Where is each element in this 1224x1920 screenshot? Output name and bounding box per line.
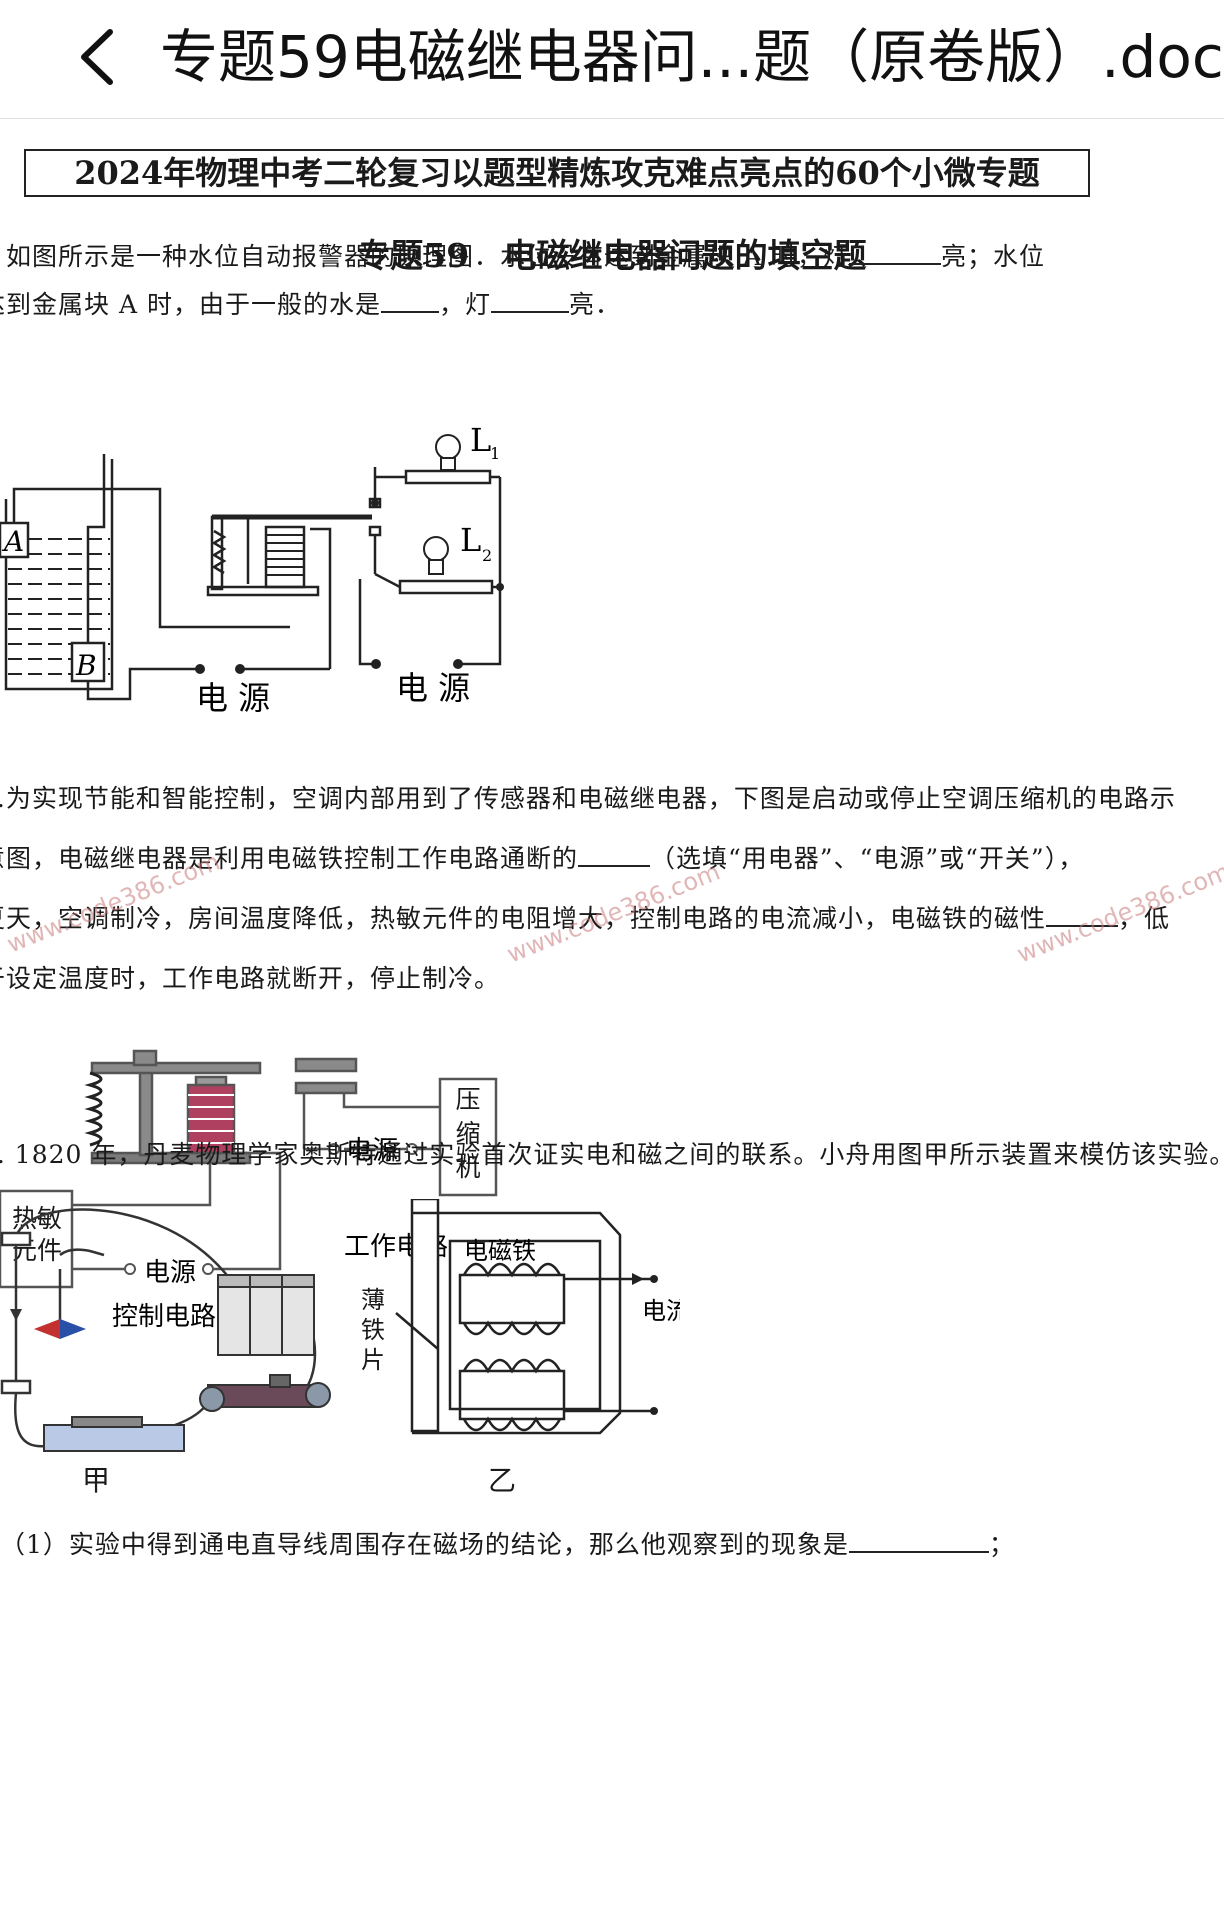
power-right-label: 电 源 [396, 669, 470, 707]
label-L1-sub: 1 [490, 444, 500, 463]
label-B: B [75, 649, 97, 682]
oersted-apparatus-figure [0, 1208, 331, 1452]
q1-blank-3[interactable] [490, 285, 569, 313]
q2-line-3: 夏天，空调制冷，房间温度降低，热敏元件的电阻增大，控制电路的电流减小，电磁铁的磁… [0, 893, 1224, 945]
power-work-label: 电源 [346, 1136, 398, 1166]
thin-iron-label: 薄铁片 [361, 1286, 385, 1374]
q1-blank-2[interactable] [380, 285, 439, 313]
label-L1: L [470, 421, 491, 459]
control-circuit-label: 控制电路 [112, 1302, 216, 1332]
q1-text-2a: 达到金属块 A 时，由于一般的水是 [0, 290, 381, 319]
q2-text-2a: 意图，电磁继电器是利用电磁铁控制工作电路通断的 [0, 844, 579, 873]
q1-blank-1[interactable] [848, 237, 941, 265]
q1-line-1: ．如图所示是一种水位自动报警器的原理图．水位没有达到金属块 A 时，灯 亮；水位 [0, 231, 1224, 283]
q2-text-3a: 夏天，空调制冷，房间温度降低，热敏元件的电阻增大，控制电路的电流减小，电磁铁的磁… [0, 904, 1047, 933]
q1-text-2c: 亮． [568, 290, 621, 319]
power-control-label: 电源 [144, 1258, 196, 1288]
compressor-label: 压缩机 [455, 1085, 481, 1182]
q3-sub1-text: （1）实验中得到通电直导线周围存在磁场的结论，那么他观察到的现象是 [0, 1530, 849, 1559]
q3-sub-1: （1）实验中得到通电直导线周围存在磁场的结论，那么他观察到的现象是 ； [0, 1519, 1224, 1571]
q3-sub1-end: ； [988, 1530, 1015, 1559]
q1-line-2: 达到金属块 A 时，由于一般的水是 ，灯 亮． [0, 279, 1224, 331]
label-A: A [1, 525, 24, 558]
label-L2-sub: 2 [482, 546, 492, 565]
q1-text-2b: ，灯 [438, 290, 491, 319]
q2-line-2: 意图，电磁继电器是利用电磁铁控制工作电路通断的 （选填“用电器”、“电源”或“开关… [0, 833, 1224, 885]
q2-line-1: 2.为实现节能和智能控制，空调内部用到了传感器和电磁继电器，下图是启动或停止空调… [0, 784, 1176, 813]
q1-text-1b: 亮；水位 [940, 242, 1045, 271]
compressor-label-box: 压缩机 [455, 1085, 481, 1182]
current-label: 电流 [642, 1297, 680, 1325]
document-page: 2024年物理中考二轮复习以题型精炼攻克难点亮点的60个小微专题 专题59 电磁… [0, 119, 1224, 1920]
q2-blank-1[interactable] [578, 839, 651, 867]
water-alarm-figure: A B L 1 L 2 电 源 电 源 [0, 421, 504, 717]
q2-text-3b: ，低 [1118, 904, 1171, 933]
power-left-label: 电 源 [196, 679, 270, 717]
series-title: 2024年物理中考二轮复习以题型精炼攻克难点亮点的60个小微专题 [24, 149, 1090, 197]
figure-yi-label: 乙 [488, 1464, 517, 1497]
label-L2: L [460, 521, 481, 559]
electromagnet-figure: 电磁铁 电流 薄铁片 [361, 1199, 680, 1435]
q3-blank-1[interactable] [848, 1525, 989, 1553]
q2-blank-2[interactable] [1046, 899, 1119, 927]
chevron-left-icon[interactable] [66, 22, 130, 92]
q1-text-1a: ．如图所示是一种水位自动报警器的原理图．水位没有达到金属块 A 时，灯 [0, 242, 849, 271]
thin-iron-label-box: 薄铁片 [361, 1286, 385, 1374]
figure-jia-label: 甲 [82, 1464, 111, 1497]
q3-line-1: 3. 1820 年，丹麦物理学家奥斯特通过实验首次证实电和磁之间的联系。小舟用图… [0, 1140, 1224, 1169]
page-heading: 专题59 电磁继电器问题的填空题 [357, 236, 867, 275]
electromagnet-label: 电磁铁 [464, 1237, 536, 1265]
document-title: 专题59电磁继电器问...题（原卷版）.docx [160, 23, 1224, 91]
q2-line-4: 于设定温度时，工作电路就断开，停止制冷。 [0, 964, 501, 993]
q2-text-2b: （选填“用电器”、“电源”或“开关”）， [650, 844, 1085, 873]
app-header: 专题59电磁继电器问...题（原卷版）.docx [0, 0, 1224, 119]
